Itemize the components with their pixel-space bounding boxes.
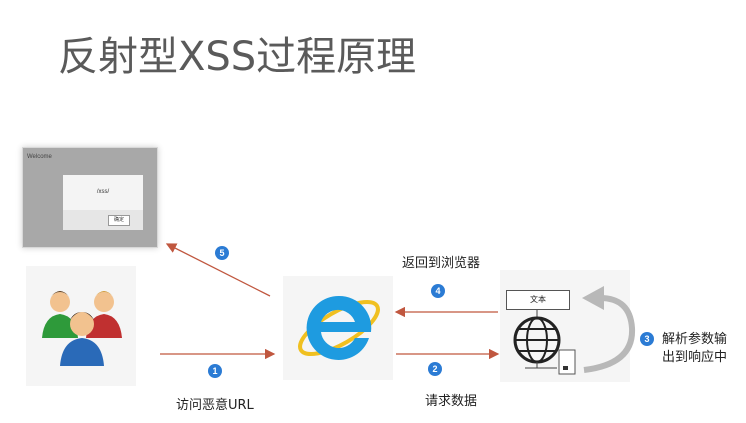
alert-screenshot: Welcome /xss/ 确定 [22,147,158,248]
internet-explorer-icon [298,295,380,360]
step-circle-2: 2 [428,362,442,376]
ok-button: 确定 [108,215,130,226]
step-label-4: 返回到浏览器 [402,256,481,271]
curved-arrow-icon [582,286,636,373]
page-title: 反射型XSS过程原理 [58,34,417,80]
text-box: 文本 [506,290,570,310]
users-group-icon [42,291,122,366]
window-title: Welcome [27,154,52,160]
step-circle-3: 3 [640,332,654,346]
step-circle-5: 5 [215,246,229,260]
alert-dialog: /xss/ 确定 [63,175,143,230]
step-circle-4: 4 [431,284,445,298]
step-label-2: 请求数据 [425,394,478,409]
browser-panel [283,276,393,380]
users-panel [26,266,136,386]
alert-text: /xss/ [96,189,110,195]
step-circle-1: 1 [208,364,222,378]
globe-server-icon [513,310,576,375]
arrow-step-5 [165,243,271,297]
step-label-1: 访问恶意URL [176,398,254,413]
step-label-3-line1: 解析参数输 [662,332,728,347]
step-label-3-line2: 出到响应中 [662,350,728,365]
